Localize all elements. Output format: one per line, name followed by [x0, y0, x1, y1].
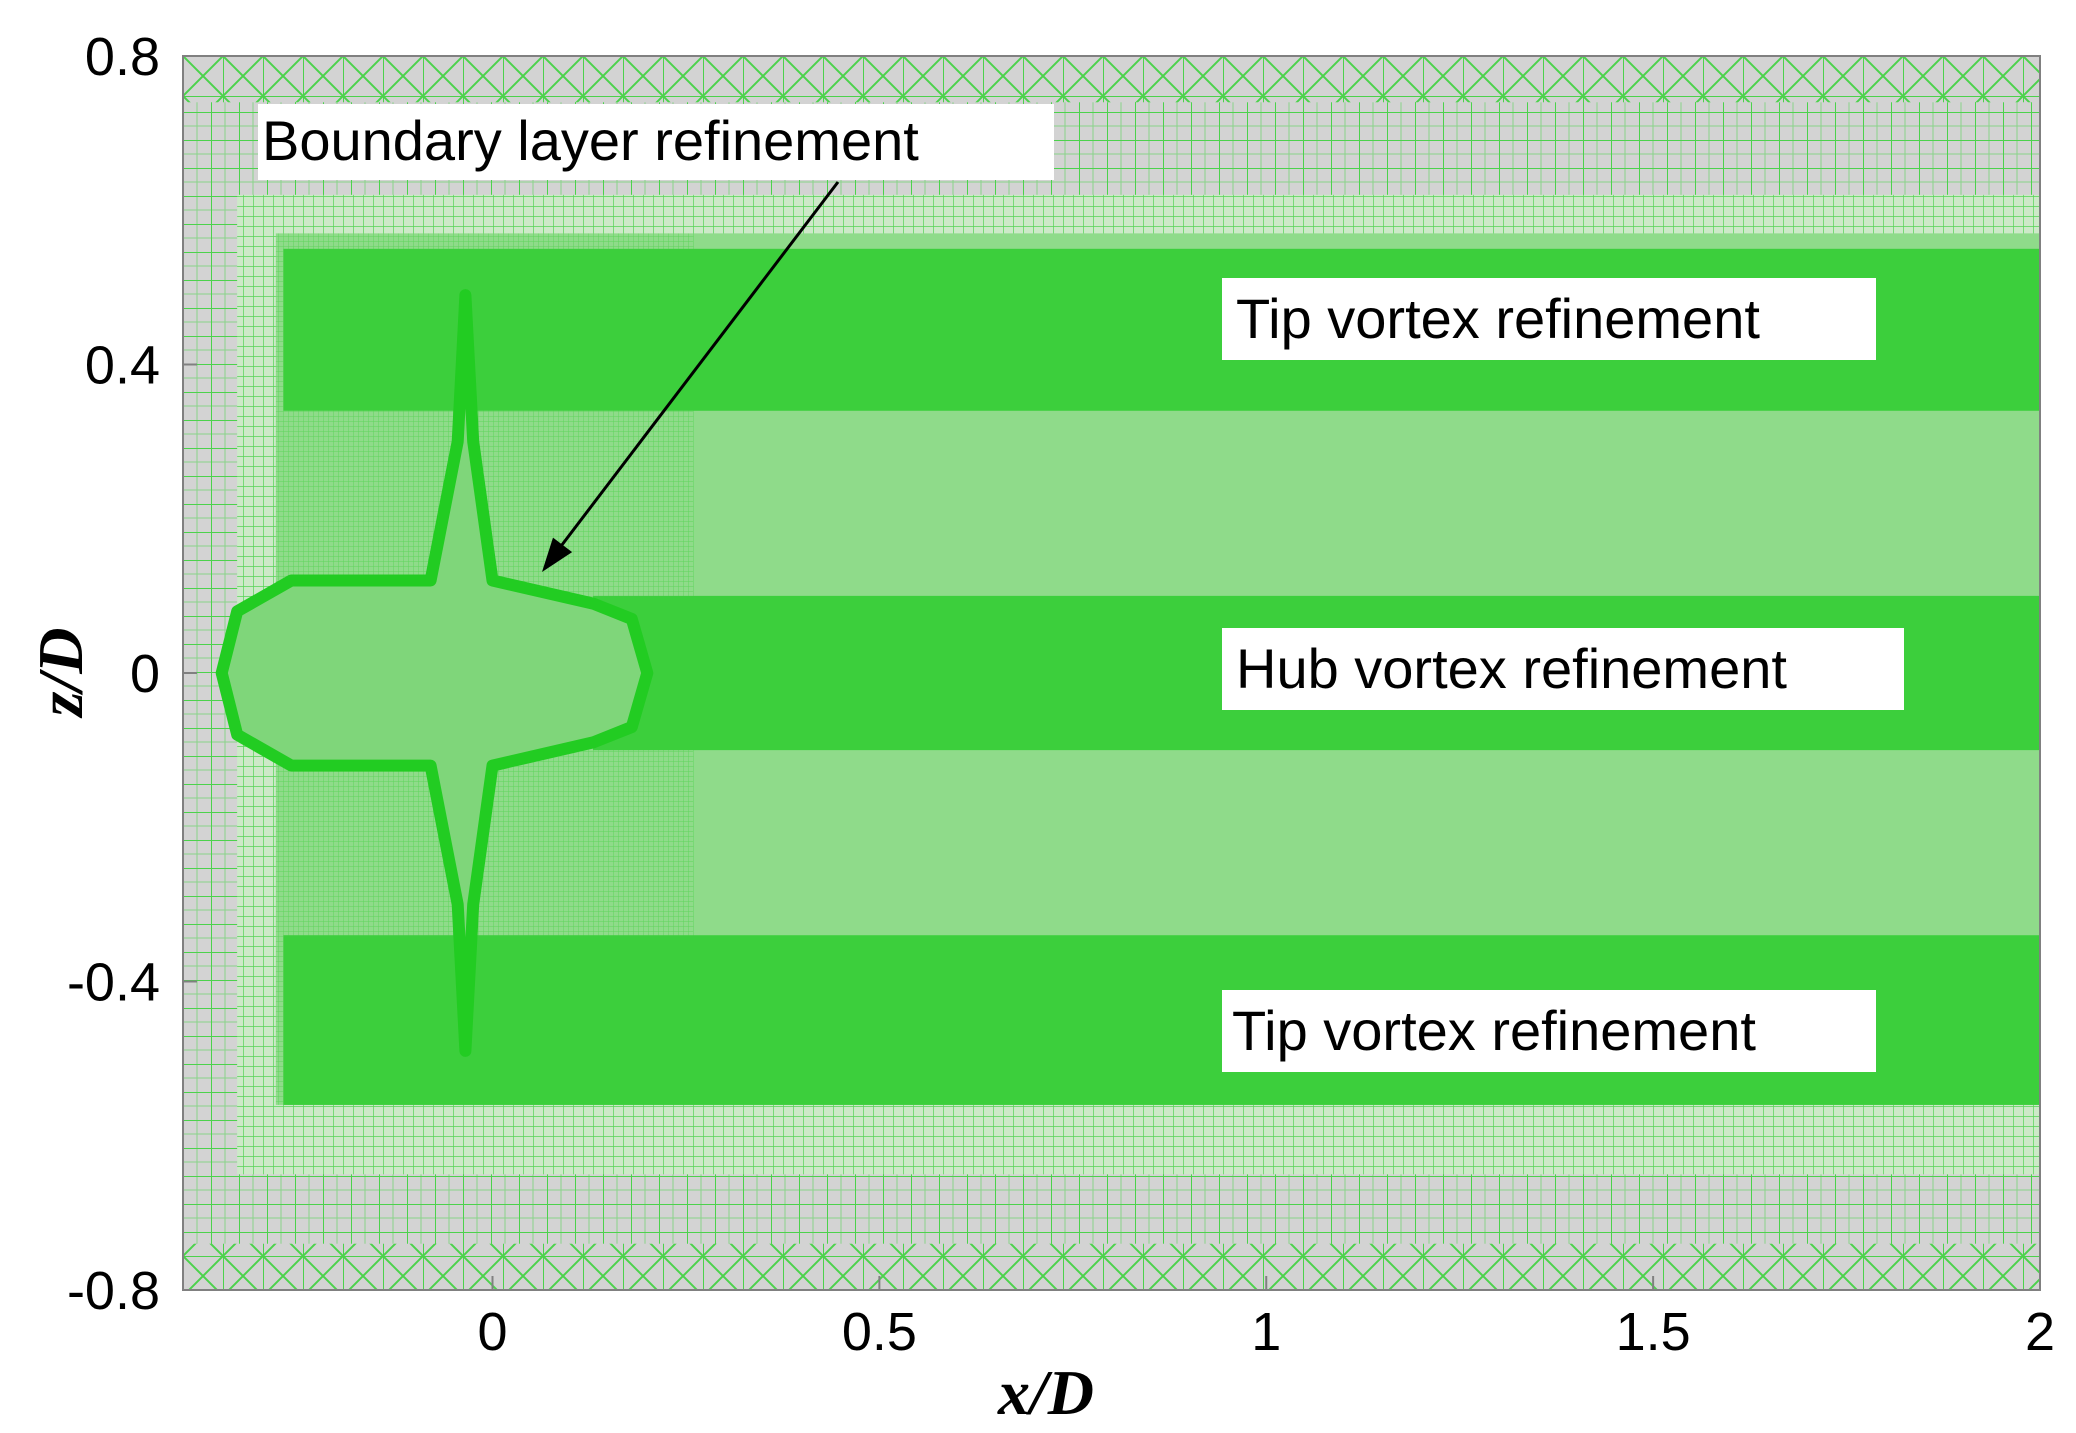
boundary-layer-arrow [550, 181, 840, 559]
y-axis-label: z/D [25, 628, 96, 719]
annotation-tip-vortex-top-text: Tip vortex refinement [1236, 287, 1760, 350]
annotation-hub-vortex: Hub vortex refinement [1222, 628, 1904, 710]
x-tick-label: 2 [2025, 1302, 2055, 1362]
annotation-tip-vortex-bottom-text: Tip vortex refinement [1232, 999, 1756, 1062]
y-tick-label: -0.4 [67, 953, 160, 1013]
x-axis-ticks: 0 0.5 1 1.5 2 [477, 1276, 2055, 1362]
x-tick-label: 0.5 [842, 1302, 917, 1362]
y-tick-label: -0.8 [67, 1261, 160, 1321]
annotation-boundary-layer: Boundary layer refinement [258, 104, 1054, 180]
annotation-tip-vortex-top: Tip vortex refinement [1222, 278, 1876, 360]
annotation-boundary-layer-text: Boundary layer refinement [262, 109, 919, 172]
y-axis-ticks: 0.8 0.4 0 -0.4 -0.8 [67, 27, 197, 1321]
x-tick-label: 1.5 [1616, 1302, 1691, 1362]
annotation-tip-vortex-bottom: Tip vortex refinement [1222, 990, 1876, 1072]
y-tick-label: 0 [130, 644, 160, 704]
turbine-body-outline [215, 289, 654, 1057]
y-tick-label: 0.8 [85, 27, 160, 87]
arrow-head-icon [542, 537, 573, 572]
y-tick-label: 0.4 [85, 336, 160, 396]
x-tick-label: 1 [1251, 1302, 1281, 1362]
annotation-hub-vortex-text: Hub vortex refinement [1236, 637, 1787, 700]
x-axis-label: x/D [997, 1357, 1094, 1428]
x-tick-label: 0 [477, 1302, 507, 1362]
